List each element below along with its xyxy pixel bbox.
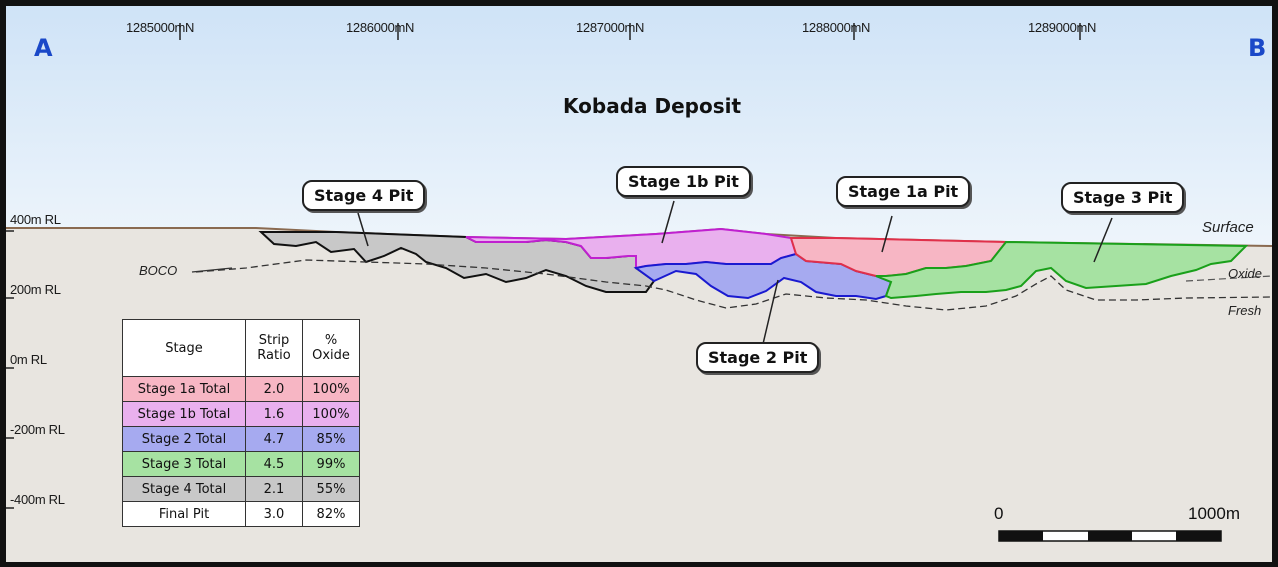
stage3-pit xyxy=(875,240,1249,300)
boco-leader xyxy=(191,267,233,273)
elevation-label-3: 0m RL xyxy=(10,352,47,367)
diagram-title: Kobada Deposit xyxy=(563,94,742,118)
table-cell-stage: Stage 3 Total xyxy=(122,451,246,477)
scale-bar-seg-1 xyxy=(999,531,1043,541)
northing-label-2: 1286000mN xyxy=(346,20,415,35)
stage4-leader xyxy=(357,212,369,247)
stage3-leader xyxy=(1093,217,1113,263)
stage2-pit-callout: Stage 2 Pit xyxy=(696,342,820,373)
header-stage: Stage xyxy=(122,319,246,377)
northing-label-4: 1288000mN xyxy=(802,20,871,35)
header-oxide-text: %Oxide xyxy=(312,333,350,363)
stage1b-leader xyxy=(661,200,675,244)
northing-label-1: 1285000mN xyxy=(126,20,195,35)
stage1a-leader xyxy=(881,215,893,253)
oxide-line xyxy=(1185,275,1272,282)
stage1a-pit-callout: Stage 1a Pit xyxy=(836,176,971,207)
table-cell-stage: Stage 1a Total xyxy=(122,376,246,402)
northing-label-3: 1287000mN xyxy=(576,20,645,35)
elevation-label-2: 200m RL xyxy=(10,282,61,297)
stage1b-pit-callout: Stage 1b Pit xyxy=(616,166,751,197)
table-cell-oxide: 100% xyxy=(302,401,360,427)
table-cell-strip-ratio: 2.1 xyxy=(245,476,303,502)
table-cell-stage: Stage 2 Total xyxy=(122,426,246,452)
elevation-label-4: -200m RL xyxy=(10,422,65,437)
surface-label: Surface xyxy=(1202,219,1254,236)
table-cell-strip-ratio: 1.6 xyxy=(245,401,303,427)
section-end-label: B xyxy=(1248,34,1267,62)
stage4-pit-callout: Stage 4 Pit xyxy=(302,180,426,211)
scale-start-label: 0 xyxy=(994,504,1004,523)
table-cell-strip-ratio: 4.5 xyxy=(245,451,303,477)
table-cell-stage: Final Pit xyxy=(122,501,246,527)
section-start-label: A xyxy=(34,34,53,62)
table-cell-oxide: 82% xyxy=(302,501,360,527)
northing-label-5: 1289000mN xyxy=(1028,20,1097,35)
elevation-label-5: -400m RL xyxy=(10,492,65,507)
scale-bar-seg-2 xyxy=(1088,531,1132,541)
scale-end-label: 1000m xyxy=(1188,504,1240,523)
table-cell-oxide: 55% xyxy=(302,476,360,502)
header-oxide: %Oxide xyxy=(302,319,360,377)
table-cell-oxide: 100% xyxy=(302,376,360,402)
table-cell-oxide: 85% xyxy=(302,426,360,452)
table-cell-strip-ratio: 4.7 xyxy=(245,426,303,452)
boco-line xyxy=(195,259,1272,311)
cross-section-panel: A B Kobada Deposit 1285000mN 1286000mN 1… xyxy=(6,6,1272,562)
table-cell-oxide: 99% xyxy=(302,451,360,477)
table-cell-strip-ratio: 3.0 xyxy=(245,501,303,527)
table-cell-strip-ratio: 2.0 xyxy=(245,376,303,402)
stage3-pit-callout: Stage 3 Pit xyxy=(1061,182,1185,213)
elevation-label-1: 400m RL xyxy=(10,212,61,227)
table-cell-stage: Stage 4 Total xyxy=(122,476,246,502)
table-cell-stage: Stage 1b Total xyxy=(122,401,246,427)
scale-bar-seg-3 xyxy=(1176,531,1221,541)
boco-label: BOCO xyxy=(139,263,178,278)
stage2-leader xyxy=(762,279,779,345)
oxide-label: Oxide xyxy=(1228,266,1262,281)
fresh-label: Fresh xyxy=(1228,303,1262,318)
